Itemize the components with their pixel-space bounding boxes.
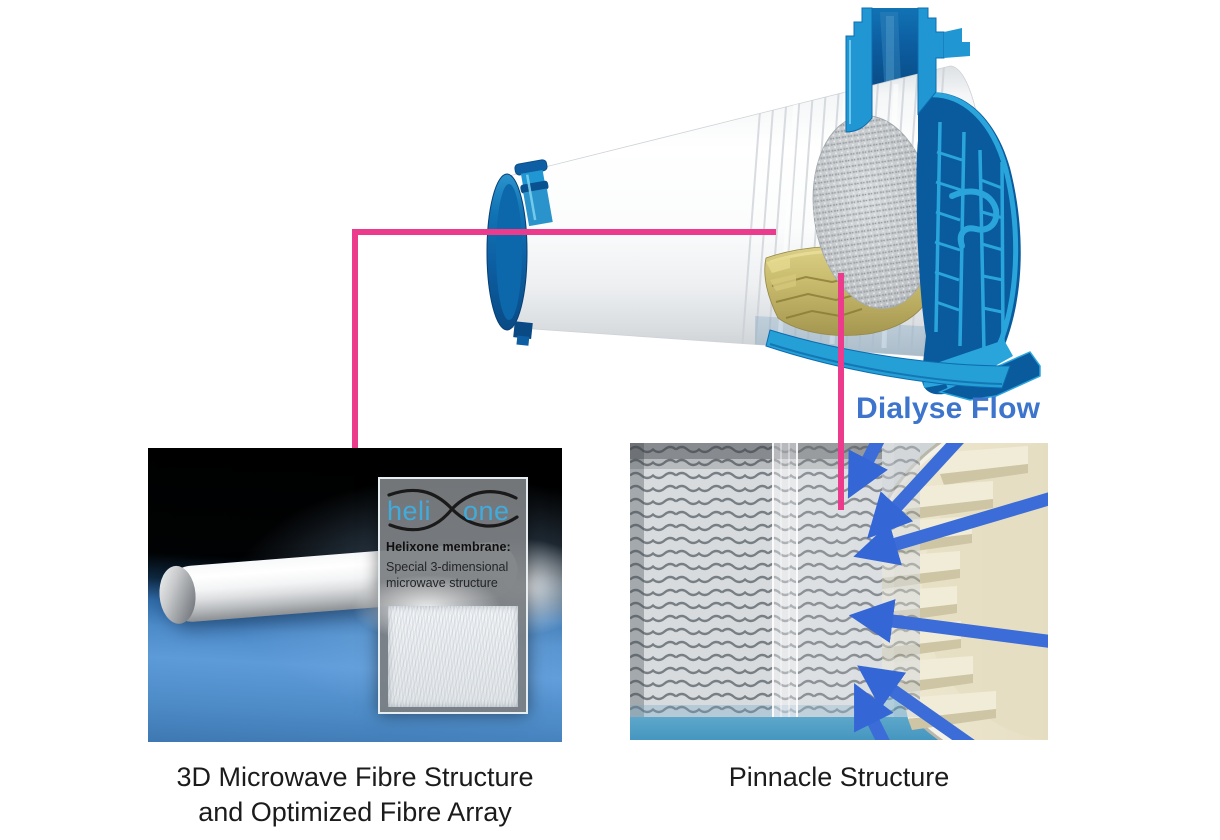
left-figure-caption-line1: 3D Microwave Fibre Structure <box>176 762 534 792</box>
flow-arrow-icon <box>848 599 1048 648</box>
logo-text-right: one <box>463 496 510 526</box>
blood-port-left <box>514 159 553 227</box>
fibre-wave-texture <box>630 443 920 717</box>
end-cap-cutaway <box>845 7 1041 401</box>
membrane-texture-swatch <box>388 606 518 707</box>
pinnacle-structure-render <box>630 443 1048 740</box>
helixone-inset-panel: heli one Helixone membrane: Special 3-di… <box>352 477 528 714</box>
flow-arrow-icon <box>854 683 894 740</box>
membrane-description-line2: microwave structure <box>386 576 498 590</box>
dialyzer-cutaway-illustration <box>486 7 1041 401</box>
pinnacle-structure-figure <box>630 443 1048 740</box>
left-figure-caption-line2: and Optimized Fibre Array <box>198 797 512 827</box>
membrane-description-line1: Special 3-dimensional <box>386 560 509 574</box>
membrane-description: Special 3-dimensional microwave structur… <box>386 559 520 591</box>
end-cap-bottom-rim <box>765 329 1011 389</box>
helixone-logo: heli one <box>386 485 520 537</box>
membrane-heading: Helixone membrane: <box>386 540 511 554</box>
left-figure-caption: 3D Microwave Fibre Structure and Optimiz… <box>148 760 562 830</box>
dialyse-flow-label: Dialyse Flow <box>856 392 1041 425</box>
flow-arrow-icon <box>867 443 964 539</box>
flow-arrows <box>847 443 1048 740</box>
flow-arrow-icon <box>847 443 888 499</box>
helixone-logo-swoosh-icon <box>387 488 519 532</box>
fibre-structure-figure: heli one Helixone membrane: Special 3-di… <box>148 448 562 742</box>
flow-arrow-icon <box>853 492 1048 566</box>
right-figure-caption: Pinnacle Structure <box>728 762 950 792</box>
left-collar-ring <box>486 173 533 346</box>
fibre-end-disc <box>812 115 936 309</box>
logo-text-left: heli <box>387 496 432 526</box>
